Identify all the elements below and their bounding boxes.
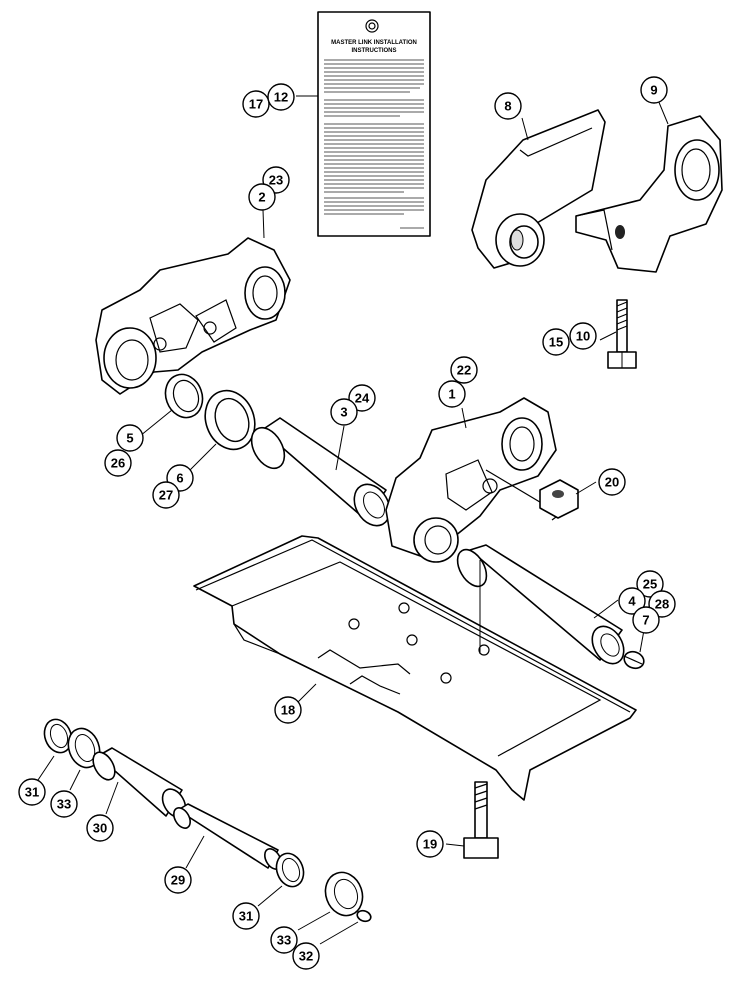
track-pin-3 xyxy=(250,417,391,527)
track-nut-20 xyxy=(539,479,579,519)
svg-text:12: 12 xyxy=(274,90,288,105)
plug-7 xyxy=(623,650,645,670)
svg-text:18: 18 xyxy=(281,703,295,718)
svg-text:19: 19 xyxy=(423,837,437,852)
callout-10[interactable]: 10 xyxy=(569,322,597,350)
svg-text:25: 25 xyxy=(643,577,657,592)
svg-text:33: 33 xyxy=(277,933,291,948)
svg-text:22: 22 xyxy=(457,363,471,378)
master-link-half-9 xyxy=(575,115,723,273)
callout-2[interactable]: 2 xyxy=(248,183,276,211)
leader-lines xyxy=(37,95,669,945)
callout-15[interactable]: 15 xyxy=(542,328,570,356)
callout-27[interactable]: 27 xyxy=(152,481,180,509)
callout-7[interactable]: 7 xyxy=(632,606,660,634)
svg-text:23: 23 xyxy=(269,173,283,188)
callout-31-lower[interactable]: 31 xyxy=(232,902,260,930)
svg-text:32: 32 xyxy=(299,949,313,964)
track-shoe-18 xyxy=(193,535,637,801)
svg-text:5: 5 xyxy=(126,431,133,446)
svg-text:31: 31 xyxy=(25,785,39,800)
callout-3[interactable]: 3 xyxy=(330,398,358,426)
pin-29 xyxy=(173,803,282,870)
svg-text:2: 2 xyxy=(258,190,265,205)
bolt-19 xyxy=(463,781,499,859)
svg-text:9: 9 xyxy=(650,83,657,98)
callout-19[interactable]: 19 xyxy=(416,830,444,858)
callout-1[interactable]: 1 xyxy=(438,380,466,408)
callout-17[interactable]: 17 xyxy=(242,90,270,118)
seal-ring-6 xyxy=(204,389,256,451)
callout-12[interactable]: 12 xyxy=(267,83,295,111)
callout-29[interactable]: 29 xyxy=(164,866,192,894)
callout-32[interactable]: 32 xyxy=(292,942,320,970)
svg-text:28: 28 xyxy=(655,597,669,612)
svg-text:3: 3 xyxy=(340,405,347,420)
callout-18[interactable]: 18 xyxy=(274,696,302,724)
svg-text:30: 30 xyxy=(93,821,107,836)
callout-4[interactable]: 4 xyxy=(618,587,646,615)
master-link-half-8 xyxy=(471,109,606,269)
callout-5[interactable]: 5 xyxy=(116,424,144,452)
svg-text:1: 1 xyxy=(448,387,455,402)
instruction-title-line2: INSTRUCTIONS xyxy=(352,48,397,54)
svg-text:15: 15 xyxy=(549,335,563,350)
callout-30[interactable]: 30 xyxy=(86,814,114,842)
svg-text:31: 31 xyxy=(239,909,253,924)
svg-text:24: 24 xyxy=(355,391,370,406)
seal-ring-31-upper xyxy=(43,718,73,754)
seal-ring-33-lower xyxy=(324,871,364,917)
instruction-text-lines xyxy=(324,59,424,229)
callout-9[interactable]: 9 xyxy=(640,76,668,104)
callout-8[interactable]: 8 xyxy=(494,92,522,120)
svg-text:4: 4 xyxy=(628,594,636,609)
track-link-2 xyxy=(95,237,291,395)
svg-text:26: 26 xyxy=(111,456,125,471)
svg-text:17: 17 xyxy=(249,97,263,112)
callout-33-lower[interactable]: 33 xyxy=(270,926,298,954)
callout-22[interactable]: 22 xyxy=(450,356,478,384)
seal-ring-31-lower xyxy=(275,852,305,888)
bushing-4 xyxy=(456,544,625,665)
callout-33-upper[interactable]: 33 xyxy=(50,790,78,818)
callout-26[interactable]: 26 xyxy=(104,449,132,477)
callout-31-upper[interactable]: 31 xyxy=(18,778,46,806)
svg-text:29: 29 xyxy=(171,873,185,888)
seal-ring-5 xyxy=(164,373,204,419)
track-link-1 xyxy=(385,397,562,563)
callout-20[interactable]: 20 xyxy=(598,468,626,496)
svg-text:20: 20 xyxy=(605,475,619,490)
bolt-10 xyxy=(607,299,637,369)
instruction-title-line1: MASTER LINK INSTALLATION xyxy=(331,40,417,46)
svg-text:33: 33 xyxy=(57,797,71,812)
instruction-sheet: MASTER LINK INSTALLATION INSTRUCTIONS xyxy=(317,11,431,237)
svg-text:7: 7 xyxy=(642,613,649,628)
svg-text:27: 27 xyxy=(159,488,173,503)
seal-ring-33-upper xyxy=(67,727,101,769)
callout-25[interactable]: 25 xyxy=(636,570,664,598)
svg-text:8: 8 xyxy=(504,99,511,114)
callout-24[interactable]: 24 xyxy=(348,384,376,412)
bushing-30 xyxy=(92,747,187,818)
svg-text:10: 10 xyxy=(576,329,590,344)
plug-32 xyxy=(356,909,372,923)
svg-text:6: 6 xyxy=(176,471,183,486)
